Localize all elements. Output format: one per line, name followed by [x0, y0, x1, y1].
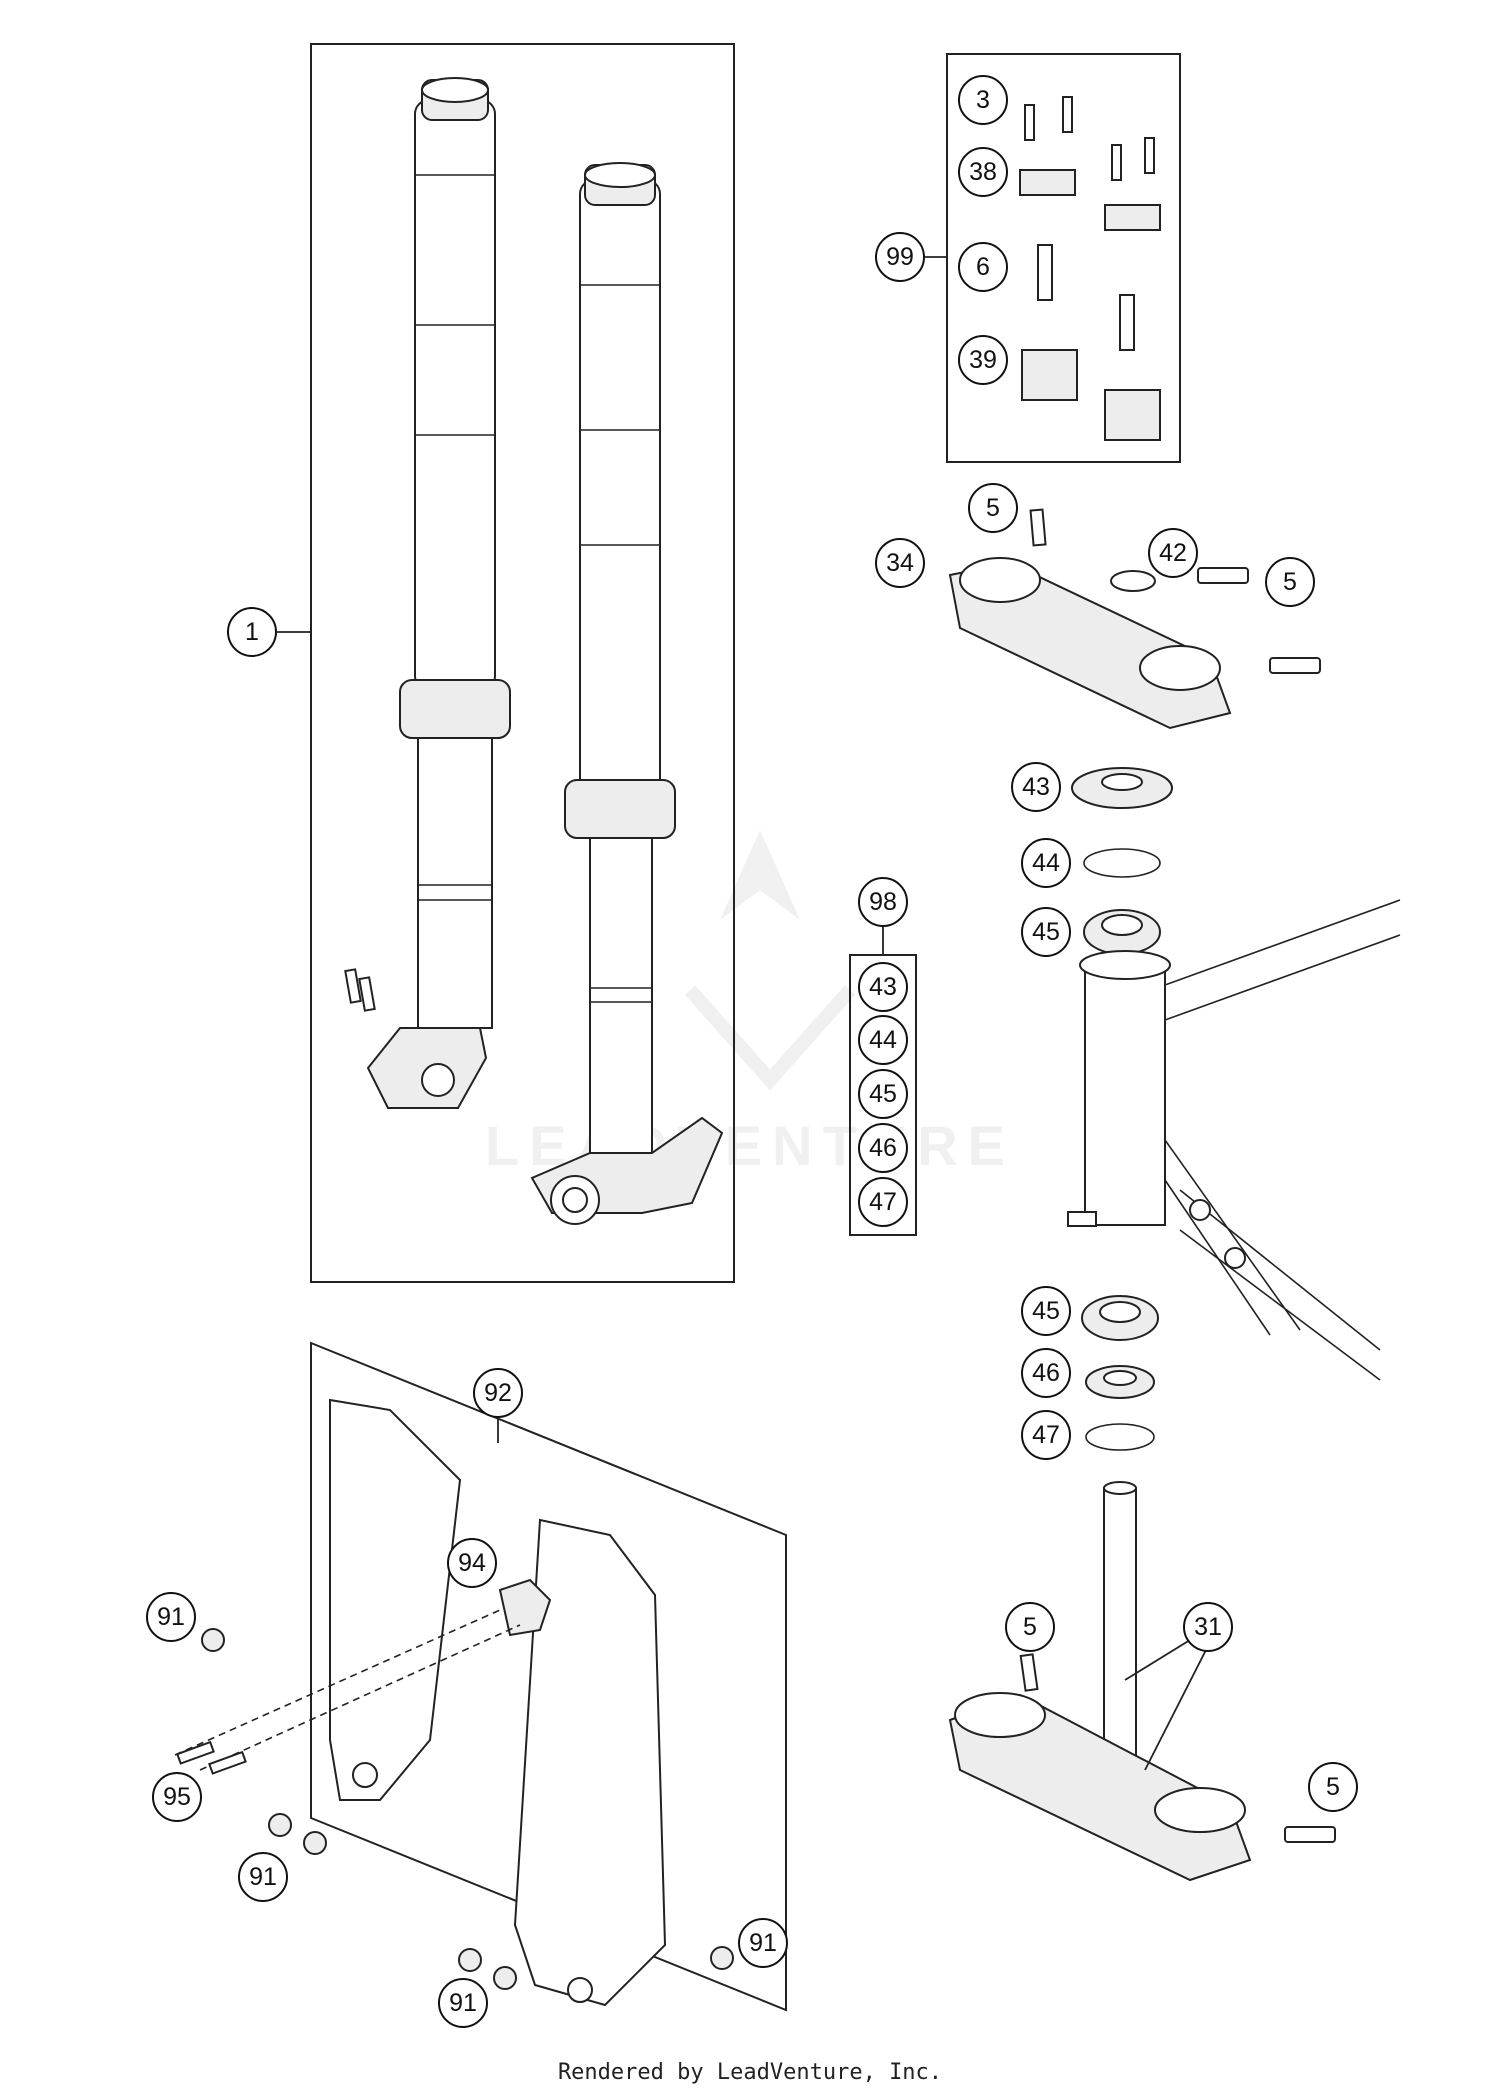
svg-text:31: 31	[1194, 1613, 1222, 1641]
svg-text:6: 6	[976, 253, 990, 281]
callout-98: 98	[858, 877, 908, 927]
svg-text:43: 43	[1022, 773, 1050, 801]
callout-3: 3	[958, 75, 1008, 125]
callout-47-c: 47	[1021, 1410, 1071, 1460]
svg-text:98: 98	[869, 888, 897, 916]
fork-assembly-frame	[310, 43, 735, 1283]
callout-46-c: 46	[1021, 1348, 1071, 1398]
svg-text:91: 91	[157, 1603, 185, 1631]
svg-text:91: 91	[749, 1929, 777, 1957]
callout-31: 31	[1183, 1602, 1233, 1652]
svg-text:39: 39	[969, 346, 997, 374]
svg-text:44: 44	[869, 1026, 897, 1054]
lower-triple-clamp	[948, 1481, 1336, 1882]
svg-text:5: 5	[1326, 1773, 1340, 1801]
callout-5-b: 5	[1265, 557, 1315, 607]
svg-text:44: 44	[1032, 849, 1060, 877]
callout-6: 6	[958, 242, 1008, 292]
svg-text:42: 42	[1159, 539, 1187, 567]
footer-credit: Rendered by LeadVenture, Inc.	[557, 2060, 943, 2085]
svg-text:92: 92	[484, 1379, 512, 1407]
callout-91-a: 91	[146, 1592, 196, 1642]
handlebar-clamp-parts	[1019, 96, 1161, 441]
fork-leg-left	[366, 77, 511, 1109]
svg-text:45: 45	[1032, 918, 1060, 946]
svg-text:95: 95	[163, 1783, 191, 1811]
fork-protector-frame	[310, 1341, 787, 2012]
upper-triple-clamp	[948, 508, 1321, 730]
svg-text:45: 45	[1032, 1297, 1060, 1325]
svg-text:91: 91	[449, 1989, 477, 2017]
watermark-logo: LEADVENTURE	[485, 830, 1005, 1177]
protector-screws	[176, 1628, 734, 1990]
callout-38: 38	[958, 147, 1008, 197]
fork-protectors	[174, 1398, 667, 2007]
callout-34: 34	[875, 538, 925, 588]
svg-text:91: 91	[249, 1863, 277, 1891]
callout-45-b: 45	[858, 1069, 908, 1119]
svg-text:3: 3	[976, 86, 990, 114]
handlebar-clamp-kit-frame	[946, 53, 1181, 463]
callout-44-b: 44	[858, 1015, 908, 1065]
callout-92: 92	[473, 1368, 523, 1418]
callout-46-b: 46	[858, 1123, 908, 1173]
svg-text:47: 47	[1032, 1421, 1060, 1449]
callout-91-b: 91	[238, 1852, 288, 1902]
svg-text:99: 99	[886, 243, 914, 271]
svg-text:5: 5	[1023, 1613, 1037, 1641]
callout-39: 39	[958, 335, 1008, 385]
svg-text:5: 5	[986, 494, 1000, 522]
callout-5-c: 5	[1005, 1602, 1055, 1652]
callout-43-b: 43	[858, 962, 908, 1012]
svg-text:34: 34	[886, 549, 914, 577]
callout-44-a: 44	[1021, 838, 1071, 888]
callout-91-d: 91	[738, 1918, 788, 1968]
axle-clamp-bolts	[344, 968, 376, 1012]
callout-47-b: 47	[858, 1177, 908, 1227]
svg-text:94: 94	[458, 1549, 486, 1577]
callout-45-a: 45	[1021, 907, 1071, 957]
svg-text:46: 46	[1032, 1359, 1060, 1387]
callout-5-a: 5	[968, 483, 1018, 533]
svg-text:38: 38	[969, 158, 997, 186]
steering-bearings-lower	[1081, 1295, 1159, 1451]
svg-text:45: 45	[869, 1080, 897, 1108]
callout-94: 94	[447, 1538, 497, 1588]
steering-bearings-upper	[1071, 767, 1173, 955]
svg-text:46: 46	[869, 1134, 897, 1162]
svg-text:47: 47	[869, 1188, 897, 1216]
callout-1: 1	[227, 607, 277, 657]
callout-42: 42	[1148, 528, 1198, 578]
callout-45-c: 45	[1021, 1286, 1071, 1336]
svg-text:43: 43	[869, 973, 897, 1001]
callout-95: 95	[152, 1772, 202, 1822]
frame-head-tube	[1067, 899, 1401, 1381]
callout-99: 99	[875, 232, 925, 282]
svg-text:1: 1	[245, 618, 259, 646]
callout-5-d: 5	[1308, 1762, 1358, 1812]
svg-text:5: 5	[1283, 568, 1297, 596]
fork-leg-right	[530, 162, 724, 1225]
callout-91-c: 91	[438, 1978, 488, 2028]
callout-43-a: 43	[1011, 762, 1061, 812]
